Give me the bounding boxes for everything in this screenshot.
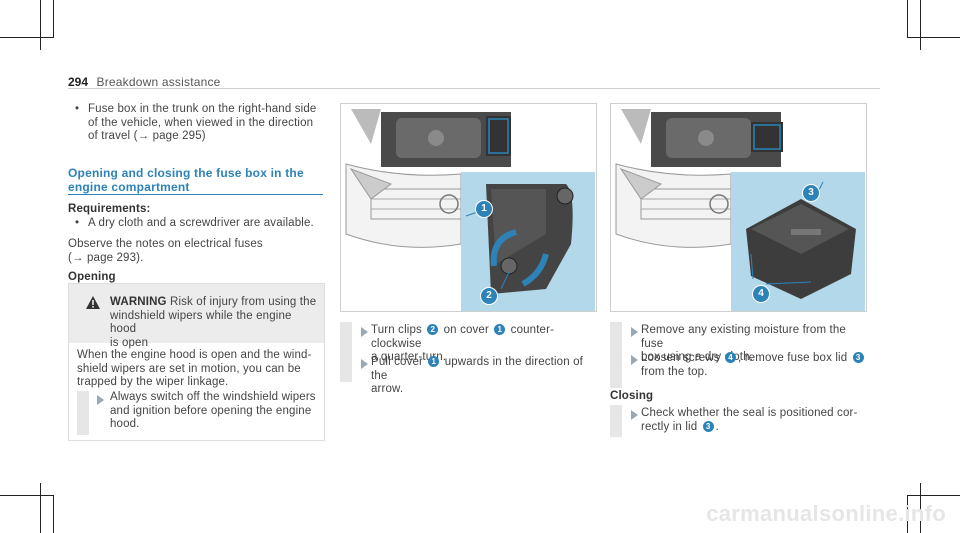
step-remove-moisture: Remove any existing moisture from the fu… bbox=[641, 324, 846, 363]
callout-3: 3 bbox=[802, 184, 820, 202]
callout-ref-3: 3 bbox=[702, 420, 714, 432]
crop-mark bbox=[0, 495, 54, 496]
step-arrow-icon bbox=[97, 395, 104, 405]
engine-illustration-opening: 1 2 bbox=[340, 103, 597, 312]
engine-bay-drawing bbox=[615, 109, 865, 311]
step-bar bbox=[340, 322, 352, 382]
section-rule bbox=[68, 194, 323, 195]
crop-mark bbox=[907, 0, 908, 38]
step-arrow-icon bbox=[361, 359, 368, 369]
warning-step: Always switch off the windshield wipers … bbox=[110, 391, 316, 430]
crop-mark bbox=[907, 495, 960, 496]
crop-mark bbox=[40, 483, 41, 533]
page-title: Breakdown assistance bbox=[96, 75, 221, 89]
warning-label: WARNING bbox=[110, 296, 167, 308]
callout-ref-4: 4 bbox=[725, 352, 737, 364]
crop-mark bbox=[920, 483, 921, 533]
engine-illustration-fusebox: 3 4 bbox=[610, 103, 867, 312]
bullet-line: Fuse box in the trunk on the right-hand … bbox=[88, 103, 317, 115]
bullet-icon: • bbox=[75, 103, 80, 115]
header-rule bbox=[68, 88, 880, 89]
callout-4: 4 bbox=[752, 285, 770, 303]
page-header: 294 Breakdown assistance bbox=[68, 73, 221, 91]
watermark: carmanualsonline.info bbox=[706, 501, 946, 526]
step-loosen-screws: Loosen screws 4, remove fuse box lid 3 f… bbox=[641, 352, 866, 379]
step-bar bbox=[77, 391, 89, 435]
crop-mark bbox=[907, 37, 960, 38]
requirement-item: • A dry cloth and a screwdriver are avai… bbox=[75, 217, 314, 229]
step-bar bbox=[610, 405, 622, 437]
bullet-icon: • bbox=[75, 217, 80, 229]
warning-title: WARNING Risk of injury from using the wi… bbox=[110, 296, 317, 349]
bullet-item: • Fuse box in the trunk on the right-han… bbox=[75, 103, 325, 144]
callout-1: 1 bbox=[475, 200, 493, 218]
opening-label: Opening bbox=[68, 271, 116, 283]
callout-ref-1: 1 bbox=[428, 356, 440, 368]
callout-2: 2 bbox=[480, 287, 498, 305]
step-pull-cover: Pull cover 1 upwards in the direction of… bbox=[371, 356, 584, 395]
warning-box: WARNING Risk of injury from using the wi… bbox=[68, 283, 325, 441]
step-arrow-icon bbox=[631, 327, 638, 337]
crop-mark bbox=[40, 0, 41, 50]
callout-ref-3: 3 bbox=[852, 352, 864, 364]
step-turn-clips: Turn clips 2 on cover 1 counter-clockwis… bbox=[371, 324, 555, 363]
section-heading: Opening and closing the fuse box in the … bbox=[68, 166, 304, 194]
step-check-seal: Check whether the seal is positioned cor… bbox=[641, 407, 858, 433]
warning-header bbox=[69, 284, 324, 343]
warning-triangle-icon bbox=[86, 296, 100, 309]
requirements-label: Requirements: bbox=[68, 203, 151, 215]
bullet-line: of travel (→ page 295) bbox=[88, 130, 206, 142]
callout-ref-2: 2 bbox=[427, 324, 439, 336]
warning-body: When the engine hood is open and the win… bbox=[77, 349, 312, 388]
crop-mark bbox=[53, 495, 54, 533]
engine-bay-drawing bbox=[345, 109, 595, 311]
step-arrow-icon bbox=[361, 327, 368, 337]
step-arrow-icon bbox=[631, 355, 638, 365]
crop-mark bbox=[53, 0, 54, 38]
callout-ref-1: 1 bbox=[494, 324, 506, 336]
bullet-line: of the vehicle, when viewed in the direc… bbox=[88, 116, 314, 129]
crop-mark bbox=[907, 495, 908, 533]
closing-label: Closing bbox=[610, 390, 654, 402]
crop-mark bbox=[0, 37, 54, 38]
step-arrow-icon bbox=[631, 410, 638, 420]
step-bar bbox=[610, 322, 622, 388]
observe-note: Observe the notes on electrical fuses (→… bbox=[68, 238, 263, 264]
crop-mark bbox=[920, 0, 921, 50]
page-number: 294 bbox=[68, 75, 89, 89]
